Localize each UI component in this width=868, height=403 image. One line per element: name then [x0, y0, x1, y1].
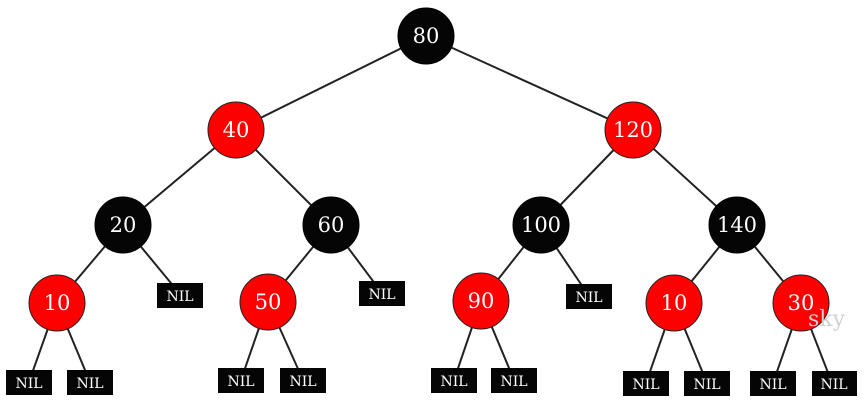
nil-leaf-90-right: NIL: [491, 368, 537, 393]
watermark: sky: [808, 307, 846, 332]
edge-80-120: [425, 35, 634, 131]
nil-label: NIL: [632, 377, 659, 393]
tree-node-50: 50: [239, 273, 297, 331]
tree-node-80: 80: [397, 7, 455, 65]
node-label: 100: [521, 213, 561, 237]
tree-node-140: 140: [708, 196, 766, 254]
tree-node-10-left: 10: [28, 274, 86, 332]
node-label: 20: [110, 213, 137, 237]
nil-label: NIL: [289, 374, 316, 390]
tree-node-10-right: 10: [645, 274, 703, 332]
nil-leaf-30-left: NIL: [750, 371, 796, 396]
nil-label: NIL: [368, 287, 395, 303]
node-label: 40: [223, 118, 250, 142]
tree-node-90: 90: [452, 272, 510, 330]
nil-label: NIL: [575, 290, 602, 306]
node-label: 60: [318, 213, 345, 237]
nil-leaf-90-left: NIL: [431, 368, 477, 393]
tree-node-120: 120: [604, 101, 662, 159]
node-label: 10: [661, 291, 688, 315]
tree-node-60: 60: [302, 196, 360, 254]
nil-label: NIL: [693, 377, 720, 393]
node-label: 10: [44, 291, 71, 315]
nil-leaf-10-right: NIL: [67, 370, 113, 395]
nil-label: NIL: [166, 289, 193, 305]
nil-label: NIL: [227, 374, 254, 390]
tree-node-20: 20: [94, 196, 152, 254]
nil-leaf-50-right: NIL: [280, 368, 326, 393]
tree-node-100: 100: [512, 196, 570, 254]
node-label: 120: [613, 118, 653, 142]
nil-leaf-50-left: NIL: [218, 368, 264, 393]
nil-label: NIL: [15, 376, 42, 392]
node-label: 90: [468, 289, 495, 313]
nil-leaf-10b-right: NIL: [684, 371, 730, 396]
node-label: 80: [413, 24, 440, 48]
nil-label: NIL: [820, 377, 847, 393]
nil-leaf-10b-left: NIL: [623, 371, 669, 396]
nil-label: NIL: [440, 374, 467, 390]
node-label: 140: [717, 213, 757, 237]
node-label: 30: [788, 291, 815, 315]
tree-node-40: 40: [207, 101, 265, 159]
tree-edges: [28, 35, 833, 384]
nil-leaf-20-right: NIL: [157, 283, 203, 308]
nil-leaf-60-right: NIL: [359, 281, 405, 306]
nil-leaf-10-left: NIL: [6, 370, 52, 395]
nil-label: NIL: [500, 374, 527, 390]
node-label: 50: [255, 290, 282, 314]
edge-80-40: [235, 35, 427, 131]
nil-leaf-100-right: NIL: [566, 284, 612, 309]
nil-label: NIL: [759, 377, 786, 393]
nil-leaf-30-right: NIL: [812, 371, 857, 396]
nil-label: NIL: [76, 376, 103, 392]
tree-node-30: 30: [772, 274, 830, 332]
